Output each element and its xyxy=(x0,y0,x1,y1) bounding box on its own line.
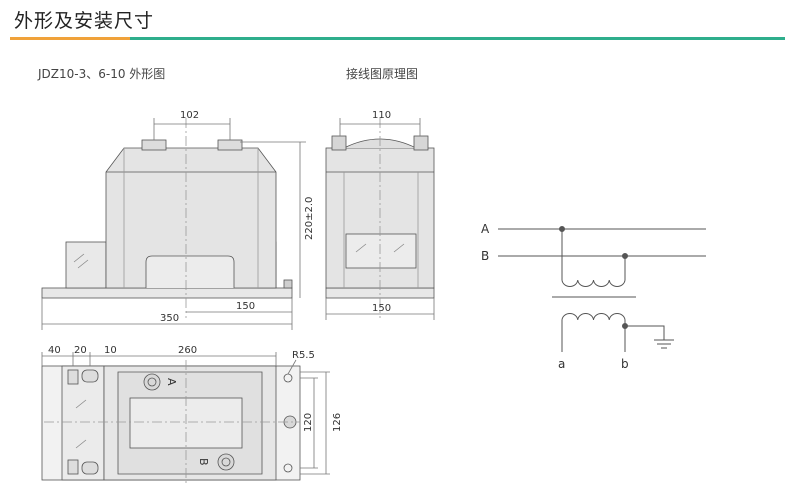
dim-side150-label: 150 xyxy=(372,303,391,314)
dim-102-label: 102 xyxy=(180,110,199,121)
side-terminal-right xyxy=(413,135,429,151)
header-accent-bar xyxy=(10,37,130,40)
plan-hatch-marks xyxy=(75,399,87,449)
front-hatch-marks xyxy=(73,253,89,269)
dim-350-label: 350 xyxy=(160,313,179,324)
terminal-a-label: A xyxy=(165,378,178,386)
plan-slot-3 xyxy=(67,459,79,475)
wiring-label-b: b xyxy=(621,357,629,371)
wiring-label-B: B xyxy=(481,249,489,263)
wiring-diagram xyxy=(498,226,706,352)
plan-view xyxy=(41,352,330,484)
side-view xyxy=(325,118,435,320)
terminal-b-label: B xyxy=(197,458,210,466)
plan-slot-2 xyxy=(81,369,99,383)
header-divider-line xyxy=(130,37,785,40)
plan-mount-hole-bottom xyxy=(283,463,293,473)
plan-slot-4 xyxy=(81,461,99,475)
secondary-winding xyxy=(561,313,626,321)
wiring-label-A: A xyxy=(481,222,490,236)
dim-20-label: 20 xyxy=(74,345,87,356)
dim-120-label: 120 xyxy=(303,413,314,432)
page-title: 外形及安装尺寸 xyxy=(14,10,155,32)
wiring-caption: 接线图原理图 xyxy=(346,67,419,81)
plan-terminal-b xyxy=(217,453,235,471)
dim-126-label: 126 xyxy=(332,413,343,432)
dim-110-label: 110 xyxy=(372,110,391,121)
side-terminal-left xyxy=(331,135,347,151)
dim-150-label: 150 xyxy=(236,301,255,312)
outline-caption: JDZ10-3、6-10 外形图 xyxy=(38,67,166,81)
front-base-plate xyxy=(41,287,293,299)
plan-terminal-b-inner xyxy=(221,457,231,467)
front-ground-bolt xyxy=(283,279,293,289)
front-terminal-boss-right xyxy=(217,139,243,151)
plan-terminal-a xyxy=(143,373,161,391)
primary-winding xyxy=(561,279,626,287)
radius-label: R5.5 xyxy=(292,350,315,361)
ground-lead xyxy=(625,325,665,340)
wiring-label-a: a xyxy=(558,357,565,371)
front-terminal-boss-left xyxy=(141,139,167,151)
front-left-flange xyxy=(65,241,107,289)
plan-slot-1 xyxy=(67,369,79,385)
front-view xyxy=(41,118,306,330)
dim-220-label: 220±2.0 xyxy=(304,197,315,240)
front-center-window xyxy=(145,255,235,288)
plan-terminal-a-inner xyxy=(147,377,157,387)
side-hatch-marks xyxy=(355,243,405,253)
side-window xyxy=(345,233,417,269)
dim-40-label: 40 xyxy=(48,345,61,356)
dim-260-label: 260 xyxy=(178,345,197,356)
dim-10-label: 10 xyxy=(104,345,117,356)
radius-leader xyxy=(287,359,297,375)
